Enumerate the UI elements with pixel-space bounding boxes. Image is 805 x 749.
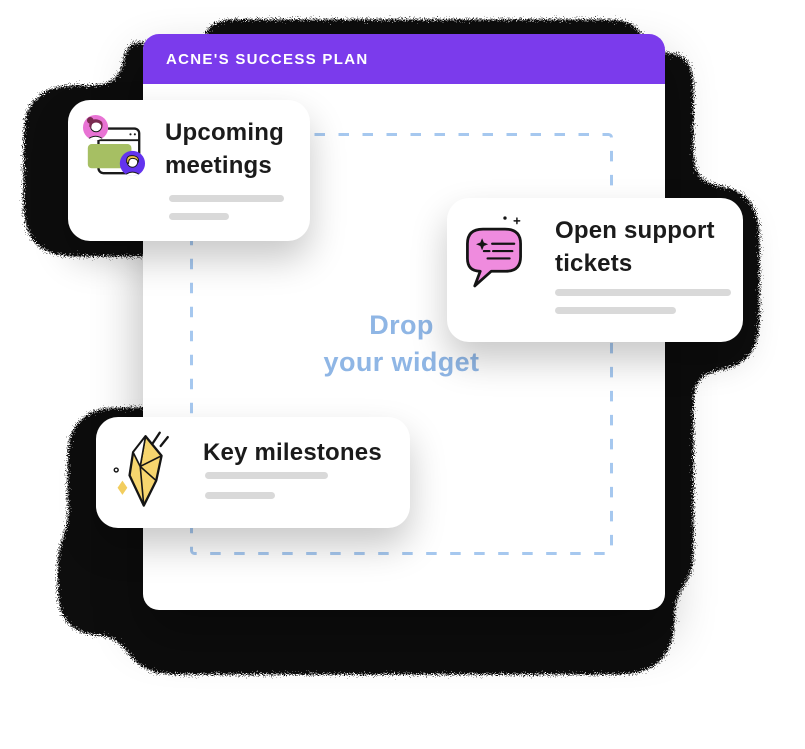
sparkle-dot [503,216,507,220]
widget-card-label: Upcoming meetings [165,119,284,179]
sparkle-plus [513,217,521,225]
avatar-purple [119,150,146,177]
widget-dropzone[interactable]: Drop your widget [190,133,613,555]
widget-card-label: Key milestones [203,439,382,466]
avatar-pink [82,114,109,141]
skeleton-line [205,472,328,479]
dropzone-label: Drop your widget [324,307,480,381]
speed-lines [151,431,169,448]
widget-card-open-support-tickets[interactable]: Open support tickets [447,198,743,342]
skeleton-line [169,213,229,220]
panel-title: ACNE'S SUCCESS PLAN [166,50,369,68]
meetings-window-icon [80,114,148,178]
skeleton-line [555,307,676,314]
chat-bubble-icon [461,210,527,294]
crystal-highlight [132,435,147,468]
panel-header: ACNE'S SUCCESS PLAN [143,34,665,84]
skeleton-line [169,195,284,202]
widget-card-upcoming-meetings[interactable]: Upcoming meetings [68,100,310,241]
gem-icon [110,425,174,515]
small-ring [113,467,119,473]
skeleton-line [205,492,275,499]
bubble-star [476,238,489,251]
dropzone-dashed-border [190,133,613,555]
dropzone-label-line2: your widget [323,347,480,377]
dropzone-label-line1: Drop [369,310,434,340]
widget-card-key-milestones[interactable]: Key milestones [96,417,410,528]
widget-card-label: Open support tickets [555,217,715,277]
yellow-diamond [117,480,128,495]
skeleton-line [555,289,731,296]
